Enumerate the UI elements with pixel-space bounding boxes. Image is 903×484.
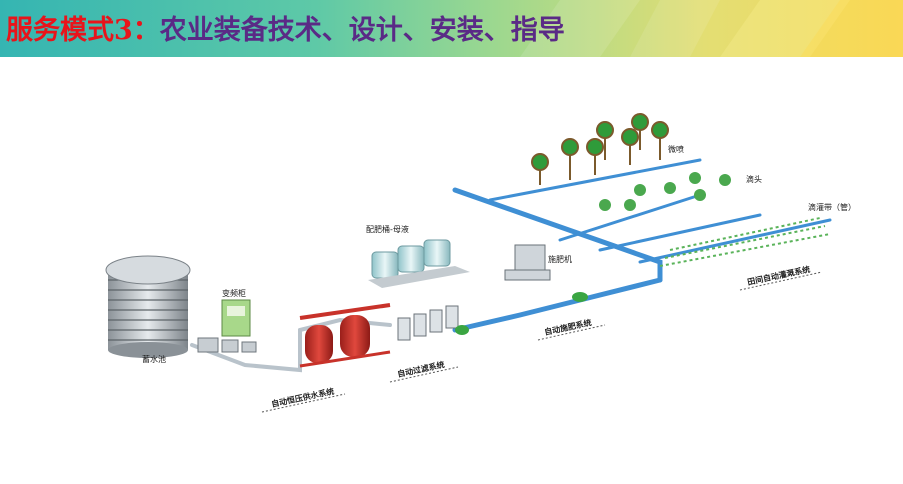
title-prefix: 服务模式3：	[6, 15, 160, 46]
banner-decoration	[520, 0, 903, 57]
pump-group	[197, 337, 257, 353]
sand-filter-tanks	[299, 303, 391, 368]
supply-system-label: 自动恒压供水系统	[270, 386, 335, 409]
sprinkler-shrubs	[599, 172, 731, 211]
inverter-label: 变频柜	[222, 288, 246, 298]
fert-flow-meter	[572, 292, 588, 302]
micro-spray-palms	[531, 113, 669, 185]
sprinkler-label: 滴头	[746, 174, 762, 184]
main-pipeline	[190, 158, 832, 373]
drip-tape-label: 滴灌带（管）	[808, 202, 856, 212]
fertigation-machine	[504, 244, 551, 281]
field-system-underline	[739, 271, 823, 291]
microspray-label: 微喷	[668, 144, 684, 154]
title-banner: 服务模式3：农业装备技术、设计、安装、指导	[0, 0, 903, 57]
reservoir-label: 蓄水池	[142, 354, 166, 364]
fertigator-label: 施肥机	[548, 254, 572, 264]
title-main: 农业装备技术、设计、安装、指导	[159, 15, 565, 46]
reservoir	[105, 255, 191, 358]
inverter-cabinet	[221, 299, 251, 337]
field-system-label: 田间自动灌溉系统	[746, 264, 811, 287]
drip-rows	[659, 217, 831, 267]
page-title: 服务模式3：农业装备技术、设计、安装、指导	[6, 8, 565, 47]
fertigation-system-underline	[537, 324, 606, 341]
fertilizer-tanks	[368, 239, 470, 288]
filter-system-label: 自动过滤系统	[396, 359, 445, 379]
disc-filters	[397, 305, 459, 341]
flow-meter	[455, 325, 469, 335]
irrigation-system-diagram: 蓄水池 变频柜 配肥桶-母液 施肥机	[105, 113, 856, 413]
fertigation-system-label: 自动施肥系统	[543, 317, 592, 337]
fert-tanks-label: 配肥桶-母液	[366, 224, 409, 234]
